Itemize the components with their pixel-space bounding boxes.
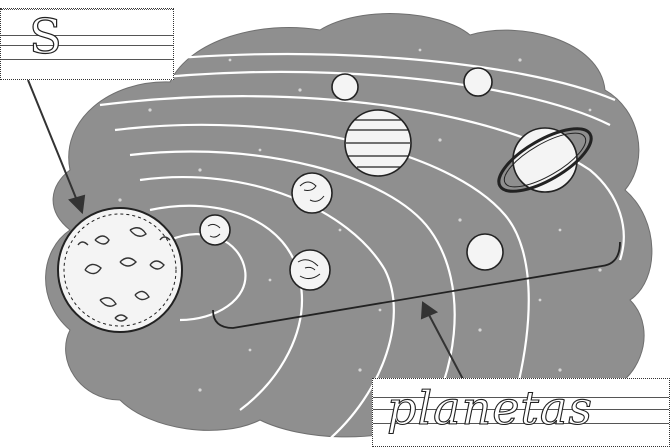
letter-tracing-box: S [0, 8, 174, 80]
sun [58, 208, 182, 332]
tracing-letter: S [29, 13, 62, 61]
planet-mars [332, 74, 358, 100]
tracing-word: planetas [387, 385, 593, 431]
word-tracing-box: planetas [372, 378, 670, 447]
planet-uranus [467, 234, 503, 270]
planet-venus [290, 250, 330, 290]
planet-jupiter [345, 110, 411, 176]
planet-mercury [200, 215, 230, 245]
planet-neptune [464, 68, 492, 96]
planet-earth [292, 173, 332, 213]
